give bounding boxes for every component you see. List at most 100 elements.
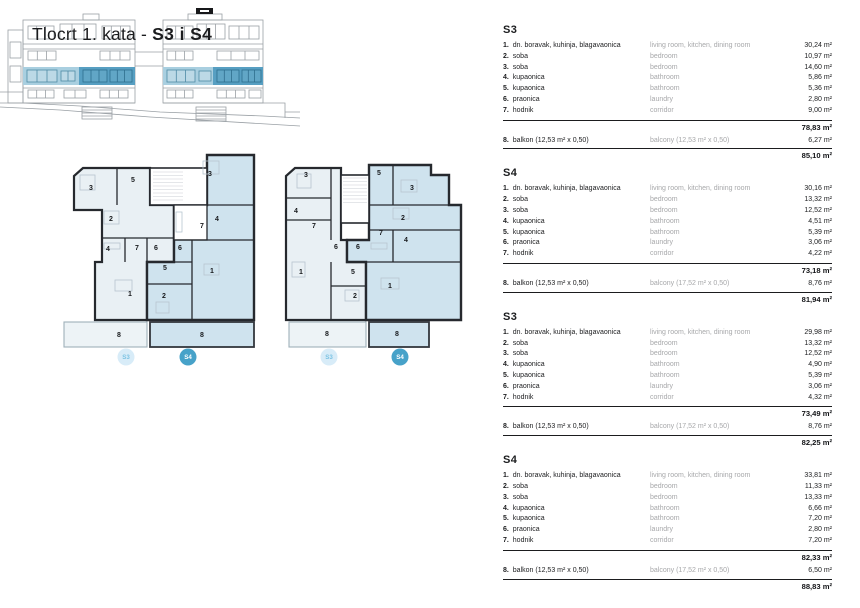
building-elevation bbox=[0, 8, 301, 127]
room-number: 1 bbox=[299, 269, 303, 276]
room-name-en: bedroom bbox=[650, 52, 678, 60]
room-name-en: bedroom bbox=[650, 63, 678, 71]
room-name-hr: 2. soba bbox=[503, 196, 528, 204]
room-area: 13,32 m² bbox=[804, 339, 832, 347]
room-area: 5,39 m² bbox=[808, 228, 832, 236]
room-name-en: bathroom bbox=[650, 217, 680, 225]
room-name-en: bedroom bbox=[650, 196, 678, 204]
room-area: 8,76 m² bbox=[808, 423, 832, 431]
room-area: 14,60 m² bbox=[804, 63, 832, 71]
room-number: 5 bbox=[377, 170, 381, 177]
room-number: 3 bbox=[304, 172, 308, 179]
room-number: 2 bbox=[353, 293, 357, 300]
room-number-label: 3. bbox=[503, 493, 509, 501]
s3-badge bbox=[117, 348, 135, 366]
room-name-hr: 6. praonica bbox=[503, 526, 540, 534]
s4-badge bbox=[391, 348, 409, 366]
room-name-hr: 5. kupaonica bbox=[503, 371, 545, 379]
section-title: S4 bbox=[503, 454, 518, 467]
room-name-hr: 8. balkon (12,53 m² x 0,50) bbox=[503, 279, 589, 287]
room-name-en: living room, kitchen, dining room bbox=[650, 472, 751, 480]
room-name-en: bathroom bbox=[650, 85, 680, 93]
room-number: 8 bbox=[395, 331, 399, 338]
room-number-label: 5. bbox=[503, 85, 509, 93]
vestibule bbox=[173, 204, 208, 241]
room-name-hr: 3. soba bbox=[503, 493, 528, 501]
room-number-label: 8. bbox=[503, 279, 509, 287]
room-number: 6 bbox=[154, 245, 158, 252]
room-number-label: 6. bbox=[503, 239, 509, 247]
room-name-hr: 4. kupaonica bbox=[503, 217, 545, 225]
room-name-hr: 8. balkon (12,53 m² x 0,50) bbox=[503, 136, 589, 144]
room-area: 7,20 m² bbox=[808, 536, 832, 544]
room-area: 29,98 m² bbox=[804, 328, 832, 336]
s4-badge bbox=[179, 348, 197, 366]
stair-treads bbox=[153, 171, 183, 201]
room-number-label: 7. bbox=[503, 250, 509, 258]
room-name-hr: 6. praonica bbox=[503, 95, 540, 103]
room-number: 1 bbox=[128, 291, 132, 298]
room-number-label: 3. bbox=[503, 350, 509, 358]
room-area: 12,52 m² bbox=[804, 206, 832, 214]
room-name-hr: 2. soba bbox=[503, 482, 528, 490]
room-name-hr: 8. balkon (12,53 m² x 0,50) bbox=[503, 423, 589, 431]
room-name-en: bedroom bbox=[650, 339, 678, 347]
room-name-en: corridor bbox=[650, 106, 674, 114]
room-number: 6 bbox=[178, 245, 182, 252]
room-area: 30,24 m² bbox=[804, 42, 832, 49]
area-row: 8. balkon (12,53 m² x 0,50)balcony (17,5… bbox=[503, 422, 832, 433]
room-number-label: 3. bbox=[503, 63, 509, 71]
room-number: 1 bbox=[210, 268, 214, 275]
room-name-hr: 7. hodnik bbox=[503, 106, 534, 114]
room-area: 11,33 m² bbox=[804, 482, 832, 490]
room-number-label: 6. bbox=[503, 95, 509, 103]
room-number: 3 bbox=[89, 185, 93, 192]
room-area: 10,97 m² bbox=[804, 52, 832, 60]
room-name-hr: 3. soba bbox=[503, 63, 528, 71]
plan1-s4-balcony bbox=[149, 321, 255, 348]
room-number-label: 1. bbox=[503, 42, 509, 49]
room-name-en: corridor bbox=[650, 393, 674, 401]
balcony-row-wrap: 8. balkon (12,53 m² x 0,50)balcony (12,5… bbox=[503, 136, 832, 147]
apartment-section: S3 1. dn. boravak, kuhinja, blagavaonica… bbox=[503, 24, 832, 162]
room-name-en: laundry bbox=[650, 239, 673, 247]
plan1-partitions bbox=[102, 168, 254, 320]
room-name-en: living room, kitchen, dining room bbox=[650, 42, 751, 49]
room-number-label: 2. bbox=[503, 52, 509, 60]
room-name-en: bedroom bbox=[650, 493, 678, 501]
room-number: 4 bbox=[294, 208, 298, 215]
room-name-en: bathroom bbox=[650, 228, 680, 236]
room-name-en: balcony (17,52 m² x 0,50) bbox=[650, 279, 730, 287]
room-name-en: bathroom bbox=[650, 515, 680, 523]
room-name-hr: 2. soba bbox=[503, 339, 528, 347]
roof-vent-icon bbox=[196, 8, 213, 14]
room-name-en: laundry bbox=[650, 95, 673, 103]
room-number-label: 4. bbox=[503, 217, 509, 225]
room-number-label: 4. bbox=[503, 504, 509, 512]
total-rule bbox=[503, 578, 832, 580]
s3-badge bbox=[320, 348, 338, 366]
room-area: 2,80 m² bbox=[808, 95, 832, 103]
room-number-label: 8. bbox=[503, 423, 509, 431]
room-name-hr: 4. kupaonica bbox=[503, 361, 545, 369]
room-area: 9,00 m² bbox=[808, 106, 832, 114]
subtotal-rule bbox=[503, 262, 832, 264]
room-number: 5 bbox=[351, 269, 355, 276]
